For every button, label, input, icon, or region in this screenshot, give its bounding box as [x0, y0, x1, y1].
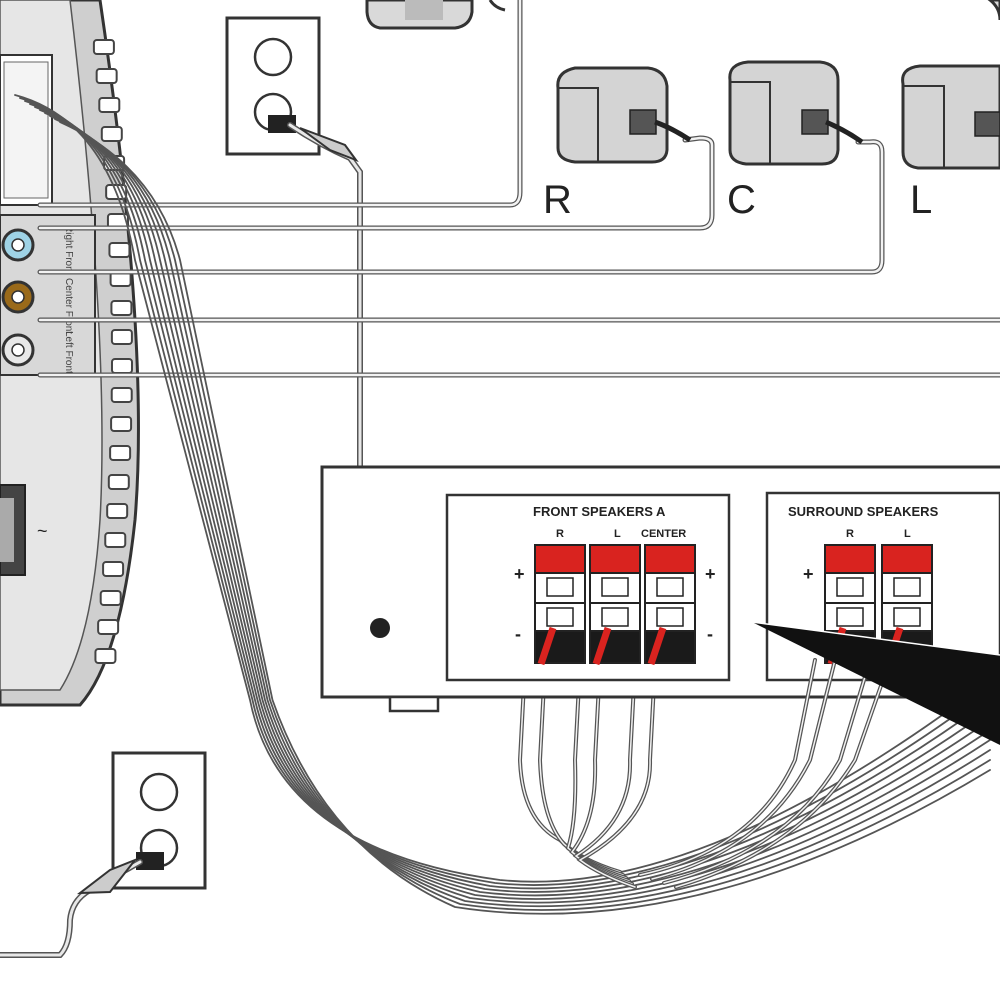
terminal-front-l[interactable] — [589, 544, 641, 666]
vent-slot — [100, 126, 123, 142]
jack-right-front[interactable]: Right Front — [1, 225, 74, 275]
terminal-front-r[interactable] — [534, 544, 586, 666]
ribbon-strand — [34, 106, 991, 897]
jack-center-front[interactable]: Center Front — [1, 278, 74, 334]
vent-slot — [108, 242, 131, 258]
vent-slot — [92, 39, 115, 55]
ribbon-strand — [59, 121, 991, 915]
red-lead — [647, 626, 667, 666]
wall-outlet-top — [225, 16, 321, 156]
surround-channel-l: L — [904, 528, 911, 540]
cables — [0, 0, 1000, 958]
jack-label-left-front: Left Front — [63, 331, 74, 374]
red-lead — [537, 626, 557, 666]
ribbon-strand — [39, 109, 991, 900]
ribbon-strand — [54, 118, 991, 911]
surround-plus-left: + — [803, 564, 814, 584]
front-speakers-header: FRONT SPEAKERS A — [533, 504, 666, 519]
surround-speaker-wire-core — [663, 659, 871, 884]
jack-label-center-front: Center Front — [63, 278, 74, 334]
speaker-center — [728, 60, 864, 166]
front-speakers-panel: FRONT SPEAKERS A R L CENTER + + - - — [445, 493, 731, 682]
ribbon-strand — [19, 97, 991, 886]
vent-slot — [110, 387, 133, 403]
speaker-left — [901, 64, 1000, 170]
vent-slot — [102, 561, 125, 577]
vent-slot — [110, 358, 133, 374]
jack-left-front[interactable]: Left Front — [1, 331, 74, 374]
speaker-right — [556, 66, 692, 164]
front-minus-left: - — [515, 624, 521, 644]
front-speaker-wire-core — [578, 664, 656, 888]
vent-slot — [95, 68, 118, 84]
front-plus-right: + — [705, 564, 716, 584]
speaker-right-label: R — [543, 178, 572, 222]
surround-speaker-wire-core — [639, 659, 816, 876]
vent-slot — [99, 590, 122, 606]
surround-speakers-header: SURROUND SPEAKERS — [788, 504, 939, 519]
front-minus-right: - — [707, 624, 713, 644]
vent-slot — [110, 300, 133, 316]
speaker-top-center — [365, 0, 506, 30]
ribbon-strand — [44, 112, 991, 904]
red-lead — [592, 626, 612, 666]
vent-slot — [110, 329, 133, 345]
jack-label-right-front: Right Front — [63, 225, 74, 275]
ac-symbol: ~ — [37, 521, 48, 541]
vent-slot — [98, 97, 121, 113]
front-plus-left: + — [514, 564, 525, 584]
terminal-front-center[interactable] — [644, 544, 696, 666]
speaker-left-label: L — [910, 178, 932, 222]
receiver-power-socket — [370, 618, 390, 638]
bass-module: ~ — [0, 0, 140, 707]
front-channel-l: L — [614, 528, 621, 540]
vent-slot — [107, 474, 130, 490]
vent-slot — [106, 503, 129, 519]
surround-speaker-wire-core — [675, 659, 891, 888]
front-channel-center: CENTER — [641, 528, 686, 540]
surround-speaker-wire-core — [651, 659, 836, 880]
vent-slot — [94, 648, 117, 664]
vent-slot — [110, 416, 133, 432]
speaker-top-right — [987, 0, 1000, 21]
speaker-center-label: C — [727, 178, 756, 222]
vent-slot — [109, 445, 132, 461]
ribbon-strand — [49, 115, 991, 908]
surround-channel-r: R — [846, 528, 854, 540]
front-channel-r: R — [556, 528, 564, 540]
ribbon-strand — [24, 100, 991, 890]
vent-slot — [97, 619, 120, 635]
vent-slot — [104, 532, 127, 548]
pointer-arrow — [752, 622, 1000, 745]
